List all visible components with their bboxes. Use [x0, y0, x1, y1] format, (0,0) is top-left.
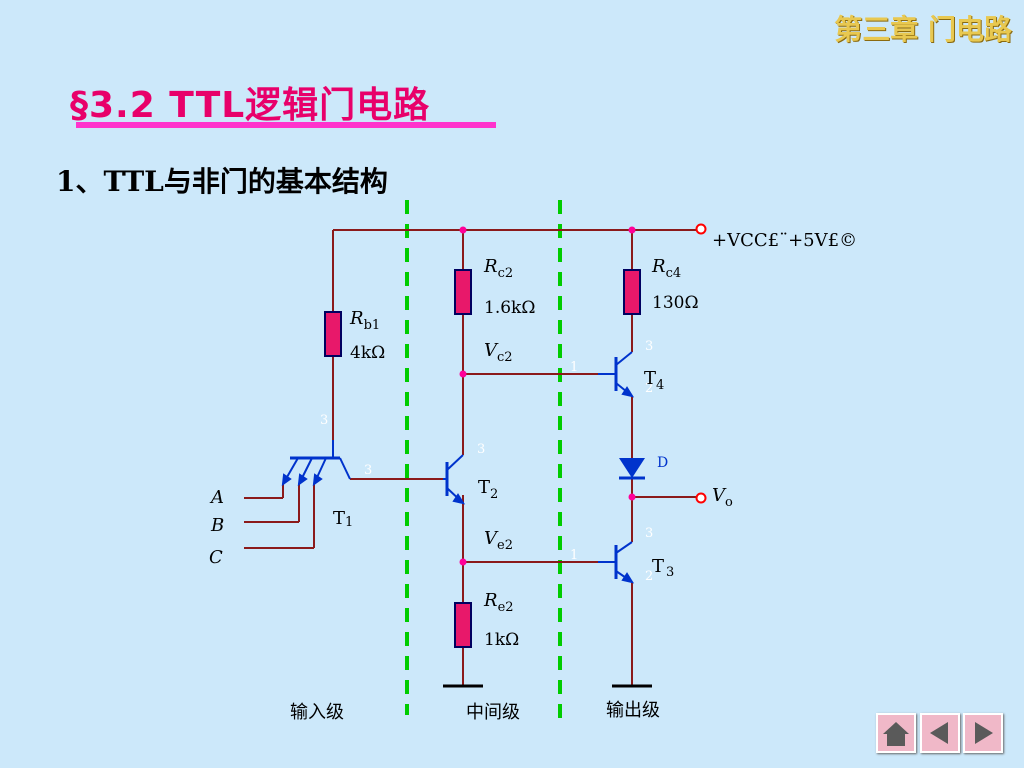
resistor-rb1 [324, 311, 342, 357]
circuit-labels: +VCC£¨+5V£© Rb1 4kΩ Rc2 1.6kΩ Rc4 130Ω V… [209, 230, 857, 723]
stage-label-middle: 中间级 [466, 702, 520, 723]
resistor-rc2 [454, 269, 472, 315]
rb1-label: Rb1 [349, 308, 380, 333]
rc4-value: 130Ω [652, 293, 699, 313]
prev-slide-button[interactable] [920, 713, 960, 753]
stage-label-output: 输出级 [606, 700, 660, 721]
input-c-label: C [209, 547, 223, 568]
transistor-t4-symbol [598, 351, 635, 398]
stage-label-input: 输入级 [290, 702, 344, 723]
pin-number: 2 [645, 569, 653, 584]
next-slide-button[interactable] [963, 713, 1003, 753]
input-a-label: A [209, 487, 224, 508]
section-subtitle: 1、TTL与非门的基本结构 [56, 165, 388, 198]
resistor-symbols [324, 269, 641, 648]
next-arrow-icon [975, 722, 993, 744]
diode-label: D [657, 455, 668, 471]
re2-value: 1kΩ [484, 630, 519, 650]
pin-number: 2 [645, 381, 653, 396]
transistor-t3-symbol [598, 541, 635, 584]
rb1-value: 4kΩ [350, 343, 385, 363]
home-button[interactable] [876, 713, 916, 753]
t1-label: T1 [333, 508, 353, 530]
chapter-label: 第三章 门电路 [834, 13, 1012, 46]
title-underline [76, 122, 496, 128]
prev-arrow-icon [930, 722, 948, 744]
junction-dots [459, 226, 636, 566]
transistor-t1-symbol [281, 440, 351, 487]
pin-number: 3 [364, 463, 372, 478]
diode-symbol [619, 458, 645, 480]
vcc-label: +VCC£¨+5V£© [712, 230, 857, 251]
page-title: §3.2 TTL逻辑门电路 [70, 85, 431, 126]
pin-number: 1 [570, 360, 578, 375]
resistor-rc4 [623, 269, 641, 315]
ve2-label: Ve2 [484, 528, 513, 553]
transistor-t2-symbol [443, 454, 466, 505]
home-icon [883, 722, 909, 746]
rc2-value: 1.6kΩ [484, 298, 535, 318]
circuit-wires [244, 229, 696, 686]
resistor-re2 [454, 602, 472, 648]
vo-label: Vo [712, 485, 733, 510]
t4-label: T4 [644, 368, 664, 393]
pin-numbers: 3 3 3 1 3 2 1 3 2 [320, 339, 653, 584]
vc2-label: Vc2 [484, 340, 513, 365]
rc2-label: Rc2 [483, 256, 513, 281]
pin-number: 3 [645, 526, 653, 541]
pin-number: 1 [570, 548, 578, 563]
pin-number: 3 [645, 339, 653, 354]
rc4-label: Rc4 [651, 256, 681, 281]
pin-number: 3 [320, 413, 328, 428]
terminal-circles [695, 223, 707, 504]
input-b-label: B [210, 515, 224, 536]
t2-label: T2 [478, 477, 498, 502]
pin-number: 3 [477, 442, 485, 457]
re2-label: Re2 [483, 590, 514, 615]
